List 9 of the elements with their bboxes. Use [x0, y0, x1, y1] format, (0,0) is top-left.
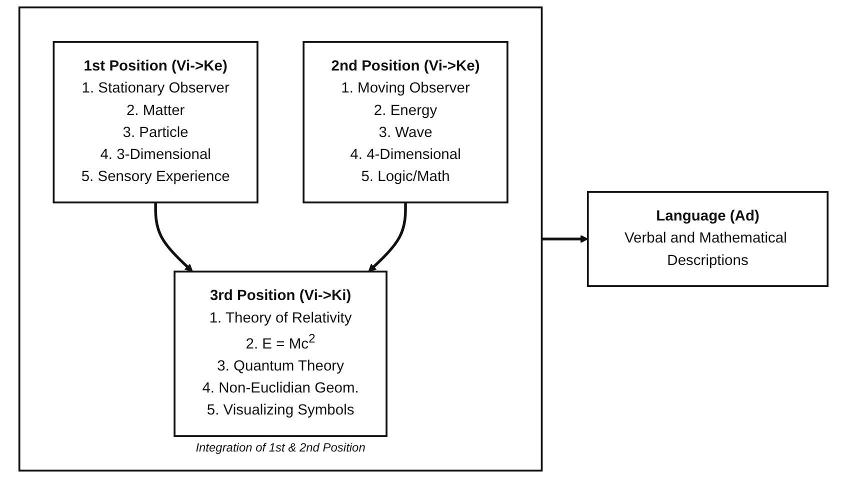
cluster	[18, 6, 543, 472]
arrow	[154, 202, 193, 272]
node-box: 1st Position (Vi->Ke) 1. Stationary Observer 2. Matter 3. Particle 4. 3-Dimensional 5. Sensory Experience	[52, 41, 258, 204]
node-box: Language (Ad) Verbal and Mathematical Descriptions	[586, 191, 829, 287]
node-box: 3rd Position (Vi->Ki) 1. Theory of Relativity 2. E = Mc$^{2}$ 3. Quantum Theory 4. Non-Euclidian Geom. 5. Visualizing Symbols	[174, 270, 388, 437]
arrow	[542, 234, 588, 244]
arrow	[368, 202, 407, 272]
node-box: 2nd Position (Vi->Ke) 1. Moving Observer 2. Energy 3. Wave 4. 4-Dimensional 5. Logic/Math	[302, 41, 508, 204]
node-note: Integration of 1st & 2nd Position	[196, 440, 366, 455]
